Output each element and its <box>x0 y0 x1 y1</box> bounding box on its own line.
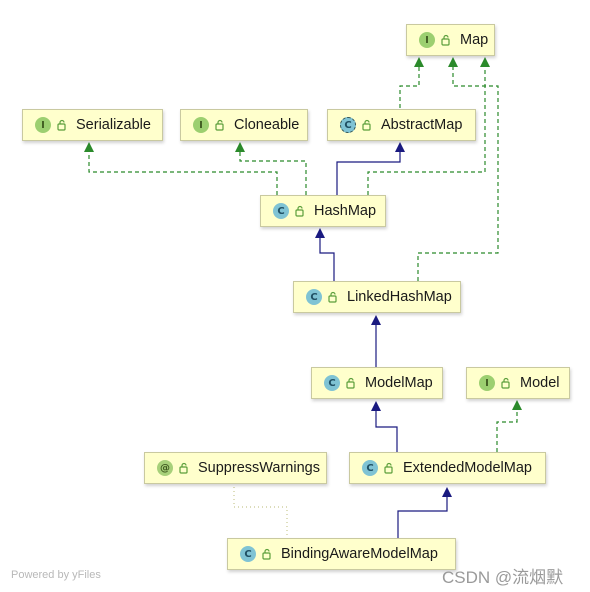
node-hash-map[interactable]: C HashMap <box>260 195 386 227</box>
node-label: BindingAwareModelMap <box>281 546 438 562</box>
edge-extendedmodelmap-model <box>496 410 518 452</box>
node-model-map[interactable]: C ModelMap <box>311 367 443 399</box>
node-label: SuppressWarnings <box>198 460 320 476</box>
arrowhead <box>371 315 381 325</box>
interface-icon: I <box>35 117 51 133</box>
powered-by-label: Powered by yFiles <box>11 569 101 581</box>
node-label: LinkedHashMap <box>347 289 452 305</box>
edge-suppresswarnings-annotation <box>233 487 288 538</box>
class-icon: C <box>240 546 256 562</box>
class-icon: C <box>306 289 322 305</box>
public-access-icon <box>57 119 66 131</box>
public-access-icon <box>328 291 337 303</box>
interface-icon: I <box>193 117 209 133</box>
arrowhead <box>448 57 458 67</box>
edge-hashmap-map <box>367 67 486 195</box>
public-access-icon <box>346 377 355 389</box>
public-access-icon <box>384 462 393 474</box>
arrowhead <box>315 228 325 238</box>
arrowhead <box>84 142 94 152</box>
node-label: Map <box>460 32 489 48</box>
interface-icon: I <box>479 375 495 391</box>
class-icon: C <box>324 375 340 391</box>
arrowhead <box>235 142 245 152</box>
public-access-icon <box>501 377 510 389</box>
edge-abstractmap-map <box>399 67 420 108</box>
watermark-text: CSDN @流烟默 <box>442 568 564 587</box>
edge-bindingaware-extendedmodelmap <box>397 497 448 538</box>
node-label: ExtendedModelMap <box>403 460 532 476</box>
edge-hashmap-cloneable <box>239 152 307 195</box>
node-label: HashMap <box>314 203 377 219</box>
node-label: Model <box>520 375 560 391</box>
arrowhead <box>371 401 381 411</box>
public-access-icon <box>179 462 188 474</box>
class-icon: C <box>362 460 378 476</box>
node-label: Serializable <box>76 117 151 133</box>
annotation-icon: @ <box>157 460 173 476</box>
abstract-class-icon: C <box>340 117 356 133</box>
node-map[interactable]: I Map <box>406 24 495 56</box>
node-label: Cloneable <box>234 117 300 133</box>
edge-hashmap-abstractmap <box>336 152 401 195</box>
edge-linkedhashmap-hashmap <box>319 238 335 281</box>
node-abstract-map[interactable]: C AbstractMap <box>327 109 476 141</box>
arrowhead <box>414 57 424 67</box>
node-cloneable[interactable]: I Cloneable <box>180 109 308 141</box>
public-access-icon <box>295 205 304 217</box>
node-label: ModelMap <box>365 375 433 391</box>
edge-hashmap-serializable <box>88 152 278 195</box>
arrowhead <box>395 142 405 152</box>
node-model[interactable]: I Model <box>466 367 570 399</box>
node-extended-model-map[interactable]: C ExtendedModelMap <box>349 452 546 484</box>
interface-icon: I <box>419 32 435 48</box>
edge-linkedhashmap-map <box>417 67 499 281</box>
public-access-icon <box>441 34 450 46</box>
edge-extendedmodelmap-modelmap <box>375 411 398 452</box>
arrowhead <box>480 57 490 67</box>
class-icon: C <box>273 203 289 219</box>
public-access-icon <box>362 119 371 131</box>
node-binding-aware-model-map[interactable]: C BindingAwareModelMap <box>227 538 456 570</box>
node-label: AbstractMap <box>381 117 463 133</box>
public-access-icon <box>215 119 224 131</box>
node-suppress-warnings[interactable]: @ SuppressWarnings <box>144 452 327 484</box>
arrowhead <box>512 400 522 410</box>
arrowhead <box>442 487 452 497</box>
node-serializable[interactable]: I Serializable <box>22 109 163 141</box>
public-access-icon <box>262 548 271 560</box>
node-linked-hash-map[interactable]: C LinkedHashMap <box>293 281 461 313</box>
